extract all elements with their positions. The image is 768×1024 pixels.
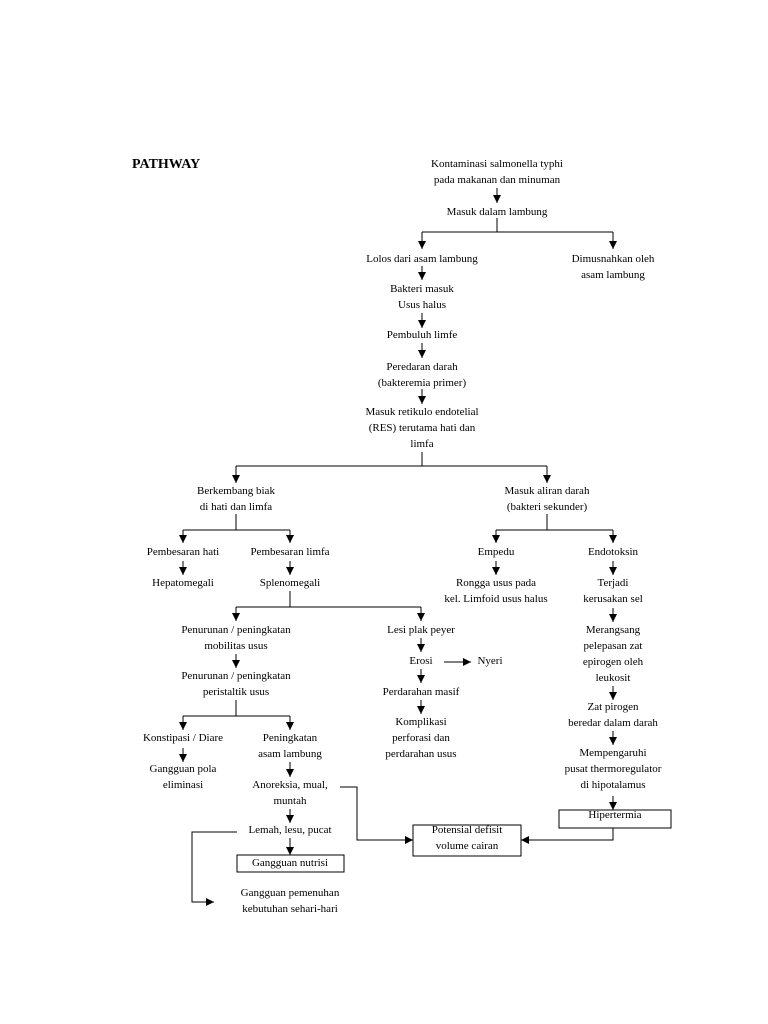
node-potensial-line-2: volume cairan — [436, 840, 499, 852]
node-peristaltik-line-1: Penurunan / peningkatan — [181, 670, 291, 682]
node-komplikasi-line-2: perforasi dan — [392, 732, 450, 744]
node-labels: Kontaminasi salmonella typhi pada makanan… — [143, 158, 662, 915]
node-berkembang-line-2: di hati dan limfa — [200, 501, 273, 513]
node-spleno-line-1: Splenomegali — [260, 577, 321, 589]
node-rongga-line-1: Rongga usus pada — [456, 577, 536, 589]
node-dimusnahkan-line-2: asam lambung — [581, 269, 645, 281]
node-komplikasi-line-3: perdarahan usus — [385, 748, 456, 760]
node-berkembang-line-1: Berkembang biak — [197, 485, 275, 497]
node-kerusakan-line-1: Terjadi — [598, 577, 629, 589]
node-pembuluh-line-1: Pembuluh limfe — [387, 329, 458, 341]
connectors — [179, 188, 617, 906]
node-rongga-line-2: kel. Limfoid usus halus — [444, 593, 547, 605]
node-mobilitas-line-2: mobilitas usus — [204, 640, 267, 652]
page-title: PATHWAY — [132, 157, 200, 172]
node-peredaran-line-1: Peredaran darah — [386, 361, 458, 373]
node-erosi-line-1: Erosi — [409, 655, 432, 667]
node-pemenuhan-line-2: kebutuhan sehari-hari — [242, 903, 338, 915]
node-pemb-hati-line-1: Pembesaran hati — [147, 546, 219, 558]
node-dimusnahkan-line-1: Dimusnahkan oleh — [572, 253, 655, 265]
node-mempengaruhi-line-2: pusat thermoregulator — [565, 763, 662, 775]
node-endotoksin-line-1: Endotoksin — [588, 546, 639, 558]
node-aliran-line-2: (bakteri sekunder) — [507, 501, 588, 513]
node-mempengaruhi-line-3: di hipotalamus — [580, 779, 645, 791]
node-bakteri-usus-line-2: Usus halus — [398, 299, 446, 311]
arrow — [191, 831, 237, 906]
node-lemah-line-1: Lemah, lesu, pucat — [248, 824, 331, 836]
node-peristaltik-line-2: peristaltik usus — [203, 686, 269, 698]
node-peredaran-line-2: (bakteremia primer) — [378, 377, 467, 389]
node-lolos-line-1: Lolos dari asam lambung — [366, 253, 478, 265]
node-masuk-lambung-line-1: Masuk dalam lambung — [447, 206, 548, 218]
potensial-box — [412, 824, 522, 857]
node-aliran-line-1: Masuk aliran darah — [505, 485, 590, 497]
node-empedu-line-1: Empedu — [478, 546, 515, 558]
node-mobilitas-line-1: Penurunan / peningkatan — [181, 624, 291, 636]
node-eliminasi-line-2: eliminasi — [163, 779, 203, 791]
node-hipertermia-line-1: Hipertermia — [588, 809, 641, 821]
node-lesi-line-1: Lesi plak peyer — [387, 624, 455, 636]
node-anoreksia-line-2: muntah — [274, 795, 307, 807]
node-kontaminasi-line-2: pada makanan dan minuman — [434, 174, 561, 186]
node-perdarahan-line-1: Perdarahan masif — [383, 686, 460, 698]
node-merangsang-line-3: epirogen oleh — [583, 656, 644, 668]
node-asam-line-2: asam lambung — [258, 748, 322, 760]
node-nutrisi-line-1: Gangguan nutrisi — [252, 857, 328, 869]
node-res-line-3: limfa — [410, 438, 433, 450]
node-merangsang-line-4: leukosit — [596, 672, 631, 684]
node-kontaminasi-line-1: Kontaminasi salmonella typhi — [431, 158, 563, 170]
node-merangsang-line-1: Merangsang — [586, 624, 641, 636]
node-res-line-1: Masuk retikulo endotelial — [365, 406, 478, 418]
node-zat-pirogen-line-2: beredar dalam darah — [568, 717, 658, 729]
hipertermia-box — [558, 809, 672, 829]
arrow — [521, 828, 614, 844]
node-merangsang-line-2: pelepasan zat — [584, 640, 643, 652]
node-kerusakan-line-2: kerusakan sel — [583, 593, 643, 605]
node-komplikasi-line-1: Komplikasi — [395, 716, 446, 728]
node-res-line-2: (RES) terutama hati dan — [369, 422, 476, 434]
node-pemenuhan-line-1: Gangguan pemenuhan — [241, 887, 340, 899]
node-anoreksia-line-1: Anoreksia, mual, — [252, 779, 328, 791]
node-eliminasi-line-1: Gangguan pola — [150, 763, 217, 775]
node-hepato-line-1: Hepatomegali — [152, 577, 214, 589]
node-konstipasi-line-1: Konstipasi / Diare — [143, 732, 223, 744]
arrow — [340, 786, 413, 844]
node-potensial-line-1: Potensial defisit — [432, 824, 503, 836]
node-nyeri-line-1: Nyeri — [477, 655, 502, 667]
node-mempengaruhi-line-1: Mempengaruhi — [579, 747, 646, 759]
node-zat-pirogen-line-1: Zat pirogen — [587, 701, 639, 713]
node-asam-line-1: Peningkatan — [263, 732, 318, 744]
node-bakteri-usus-line-1: Bakteri masuk — [390, 283, 454, 295]
node-pemb-limfa-line-1: Pembesaran limfa — [250, 546, 329, 558]
